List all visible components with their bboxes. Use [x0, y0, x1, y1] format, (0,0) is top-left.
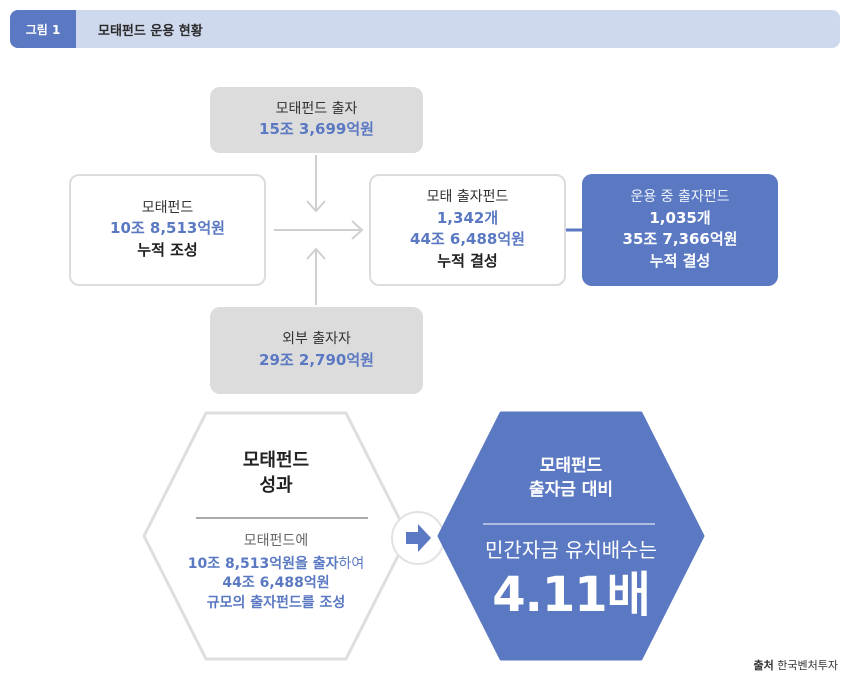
figure-title: 모태펀드 운용 현황	[98, 23, 203, 39]
node-value: 15조 3,699억원	[259, 120, 374, 139]
arrow-right-icon	[391, 511, 445, 565]
node-value: 44조 6,488억원	[410, 230, 525, 249]
figure-header: 그림 1 모태펀드 운용 현황	[10, 10, 840, 48]
node-external-investors: 외부 출자자 29조 2,790억원	[210, 307, 423, 394]
performance-hexagon	[142, 411, 410, 661]
performance-description: 모태펀드에 10조 8,513억원을 출자하여 44조 6,488억원 규모의 …	[187, 533, 365, 611]
node-count: 1,342개	[436, 208, 499, 227]
node-invested-funds: 모태 출자펀드 1,342개 44조 6,488억원 누적 결성	[369, 174, 566, 286]
source-note: 출처 한국벤처투자	[754, 657, 838, 673]
ratio-value: 4.11배	[492, 567, 651, 623]
source-label: 출처	[753, 659, 774, 672]
node-note: 누적 조성	[137, 241, 198, 260]
node-value: 10조 8,513억원	[110, 219, 225, 238]
performance-title: 모태펀드 성과	[242, 450, 310, 497]
node-label: 모태펀드 출자	[275, 100, 358, 117]
node-label: 모태펀드	[141, 200, 194, 217]
node-note: 누적 결성	[437, 252, 498, 271]
source-text: 한국벤처투자	[777, 659, 838, 672]
node-label: 운용 중 출자펀드	[630, 189, 730, 206]
node-label: 외부 출자자	[282, 331, 351, 348]
ratio-subtitle: 민간자금 유치배수는	[485, 538, 657, 562]
node-active-funds: 운용 중 출자펀드 1,035개 35조 7,366억원 누적 결성	[582, 174, 778, 286]
node-mother-fund-investment: 모태펀드 출자 15조 3,699억원	[210, 87, 423, 153]
node-count: 1,035개	[649, 208, 711, 227]
ratio-hexagon	[437, 411, 705, 661]
node-mother-fund: 모태펀드 10조 8,513억원 누적 조성	[69, 174, 266, 286]
ratio-title: 모태펀드 출자금 대비	[528, 456, 614, 500]
figure-number: 그림 1	[10, 10, 76, 48]
node-value: 29조 2,790억원	[259, 350, 374, 369]
node-note: 누적 결성	[649, 252, 711, 271]
node-value: 35조 7,366억원	[622, 230, 738, 249]
node-label: 모태 출자펀드	[426, 189, 509, 206]
